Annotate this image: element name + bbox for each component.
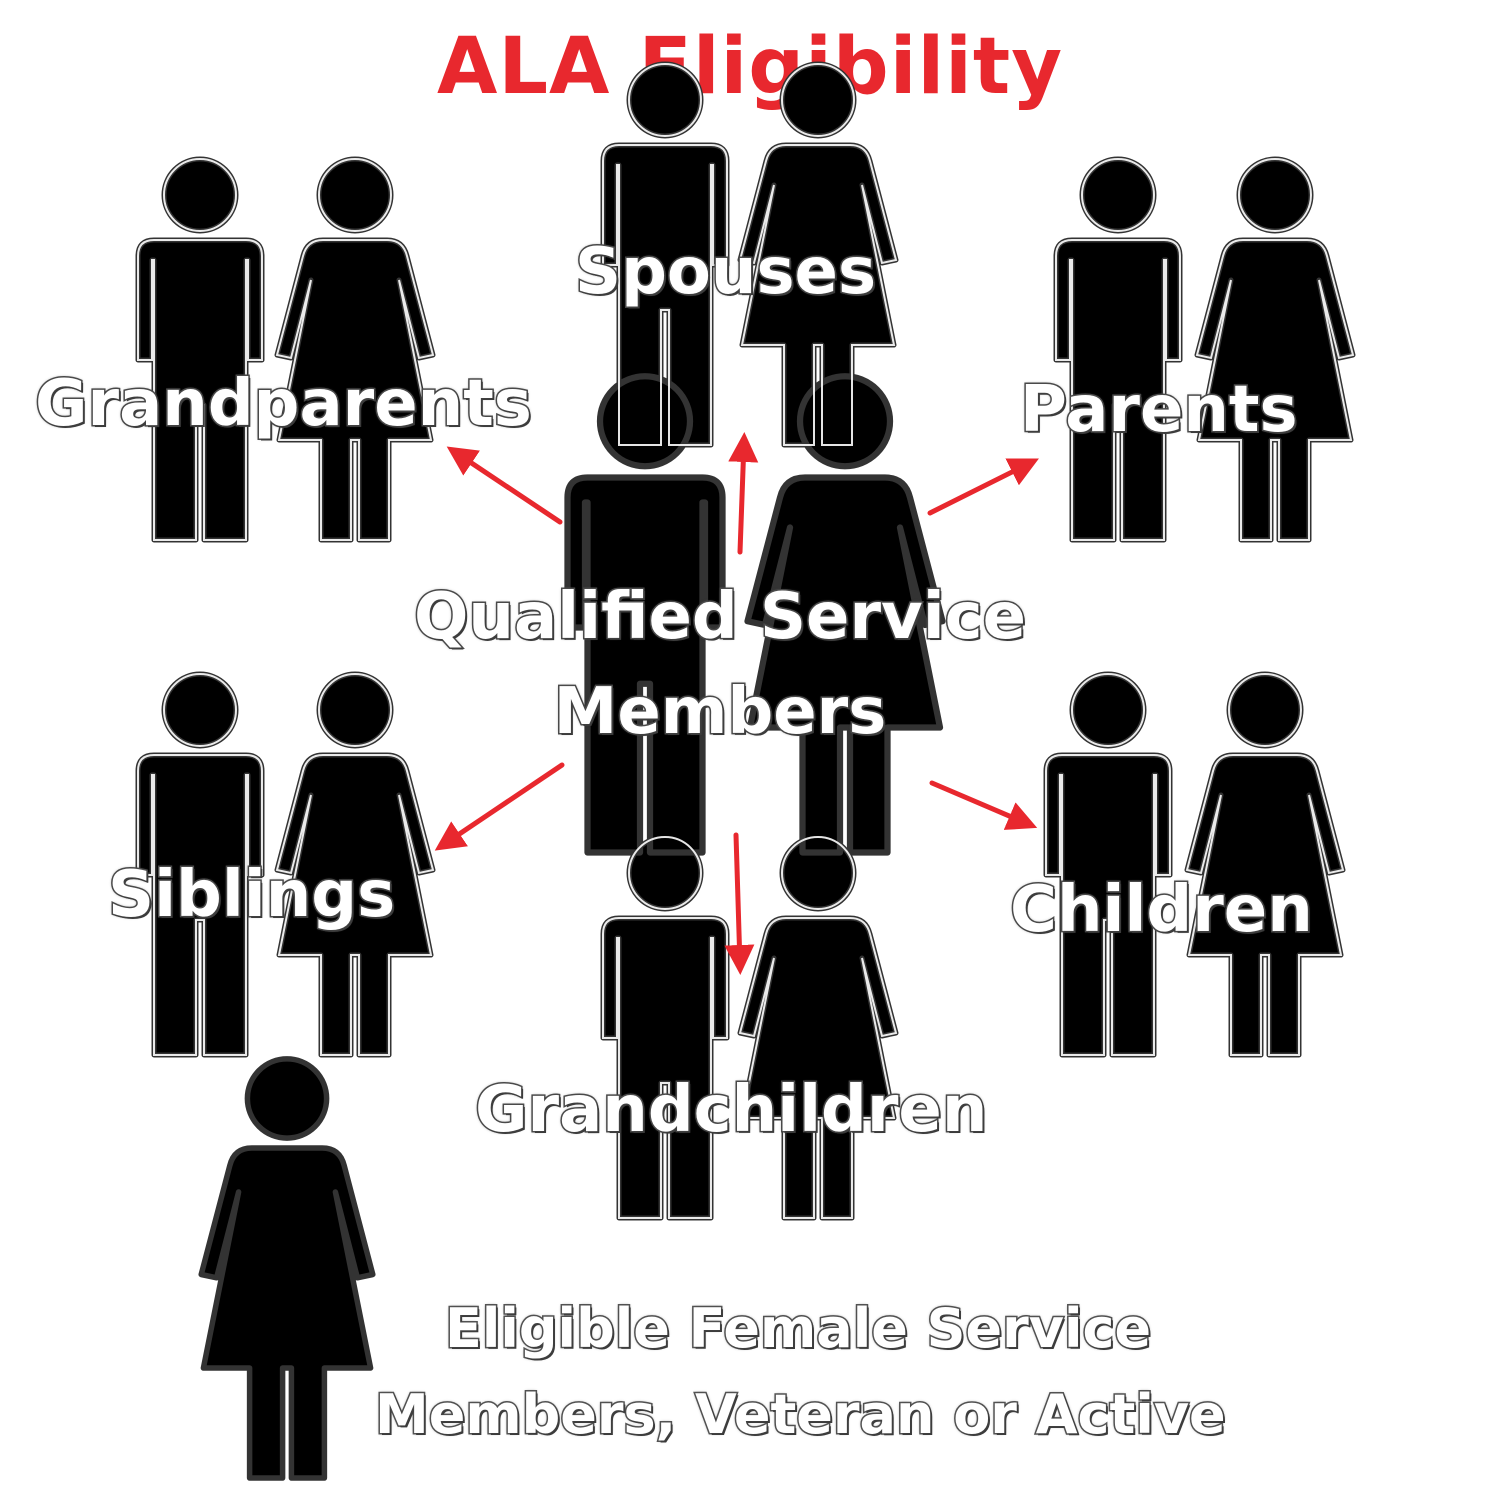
grandchildren-woman-icon	[740, 837, 896, 1218]
label-qualified-line2: Members	[552, 675, 888, 749]
page-title: ALA Eligibility	[436, 22, 1064, 112]
footer-line2: Members, Veteran or Active	[374, 1383, 1228, 1446]
arrow-to-parents-icon	[927, 458, 1039, 516]
footer-line1: Eligible Female Service	[443, 1297, 1152, 1360]
arrow-to-siblings-icon	[434, 762, 565, 851]
arrow-to-grandparents-icon	[446, 446, 563, 525]
grandparents-woman-icon	[277, 159, 433, 540]
grandparents-man-icon	[138, 159, 262, 540]
children-man-icon	[1046, 674, 1170, 1055]
children-woman-icon	[1187, 674, 1343, 1055]
grandchildren-man-icon	[603, 837, 727, 1218]
label-parents: Parents	[1019, 373, 1300, 447]
footer-woman-icon	[201, 1059, 373, 1478]
label-spouses: Spouses	[573, 235, 877, 309]
parents-woman-icon	[1197, 159, 1353, 540]
label-children: Children	[1009, 873, 1315, 947]
label-grandparents: Grandparents	[34, 367, 534, 441]
label-siblings: Siblings	[106, 858, 396, 932]
label-qualified-line1: Qualified Service	[412, 580, 1027, 654]
parents-man-icon	[1056, 159, 1180, 540]
arrow-to-grandchildren-icon	[724, 832, 755, 975]
arrow-to-spouses-icon	[728, 432, 759, 555]
arrow-to-children-icon	[929, 780, 1038, 830]
label-grandchildren: Grandchildren	[473, 1073, 988, 1147]
